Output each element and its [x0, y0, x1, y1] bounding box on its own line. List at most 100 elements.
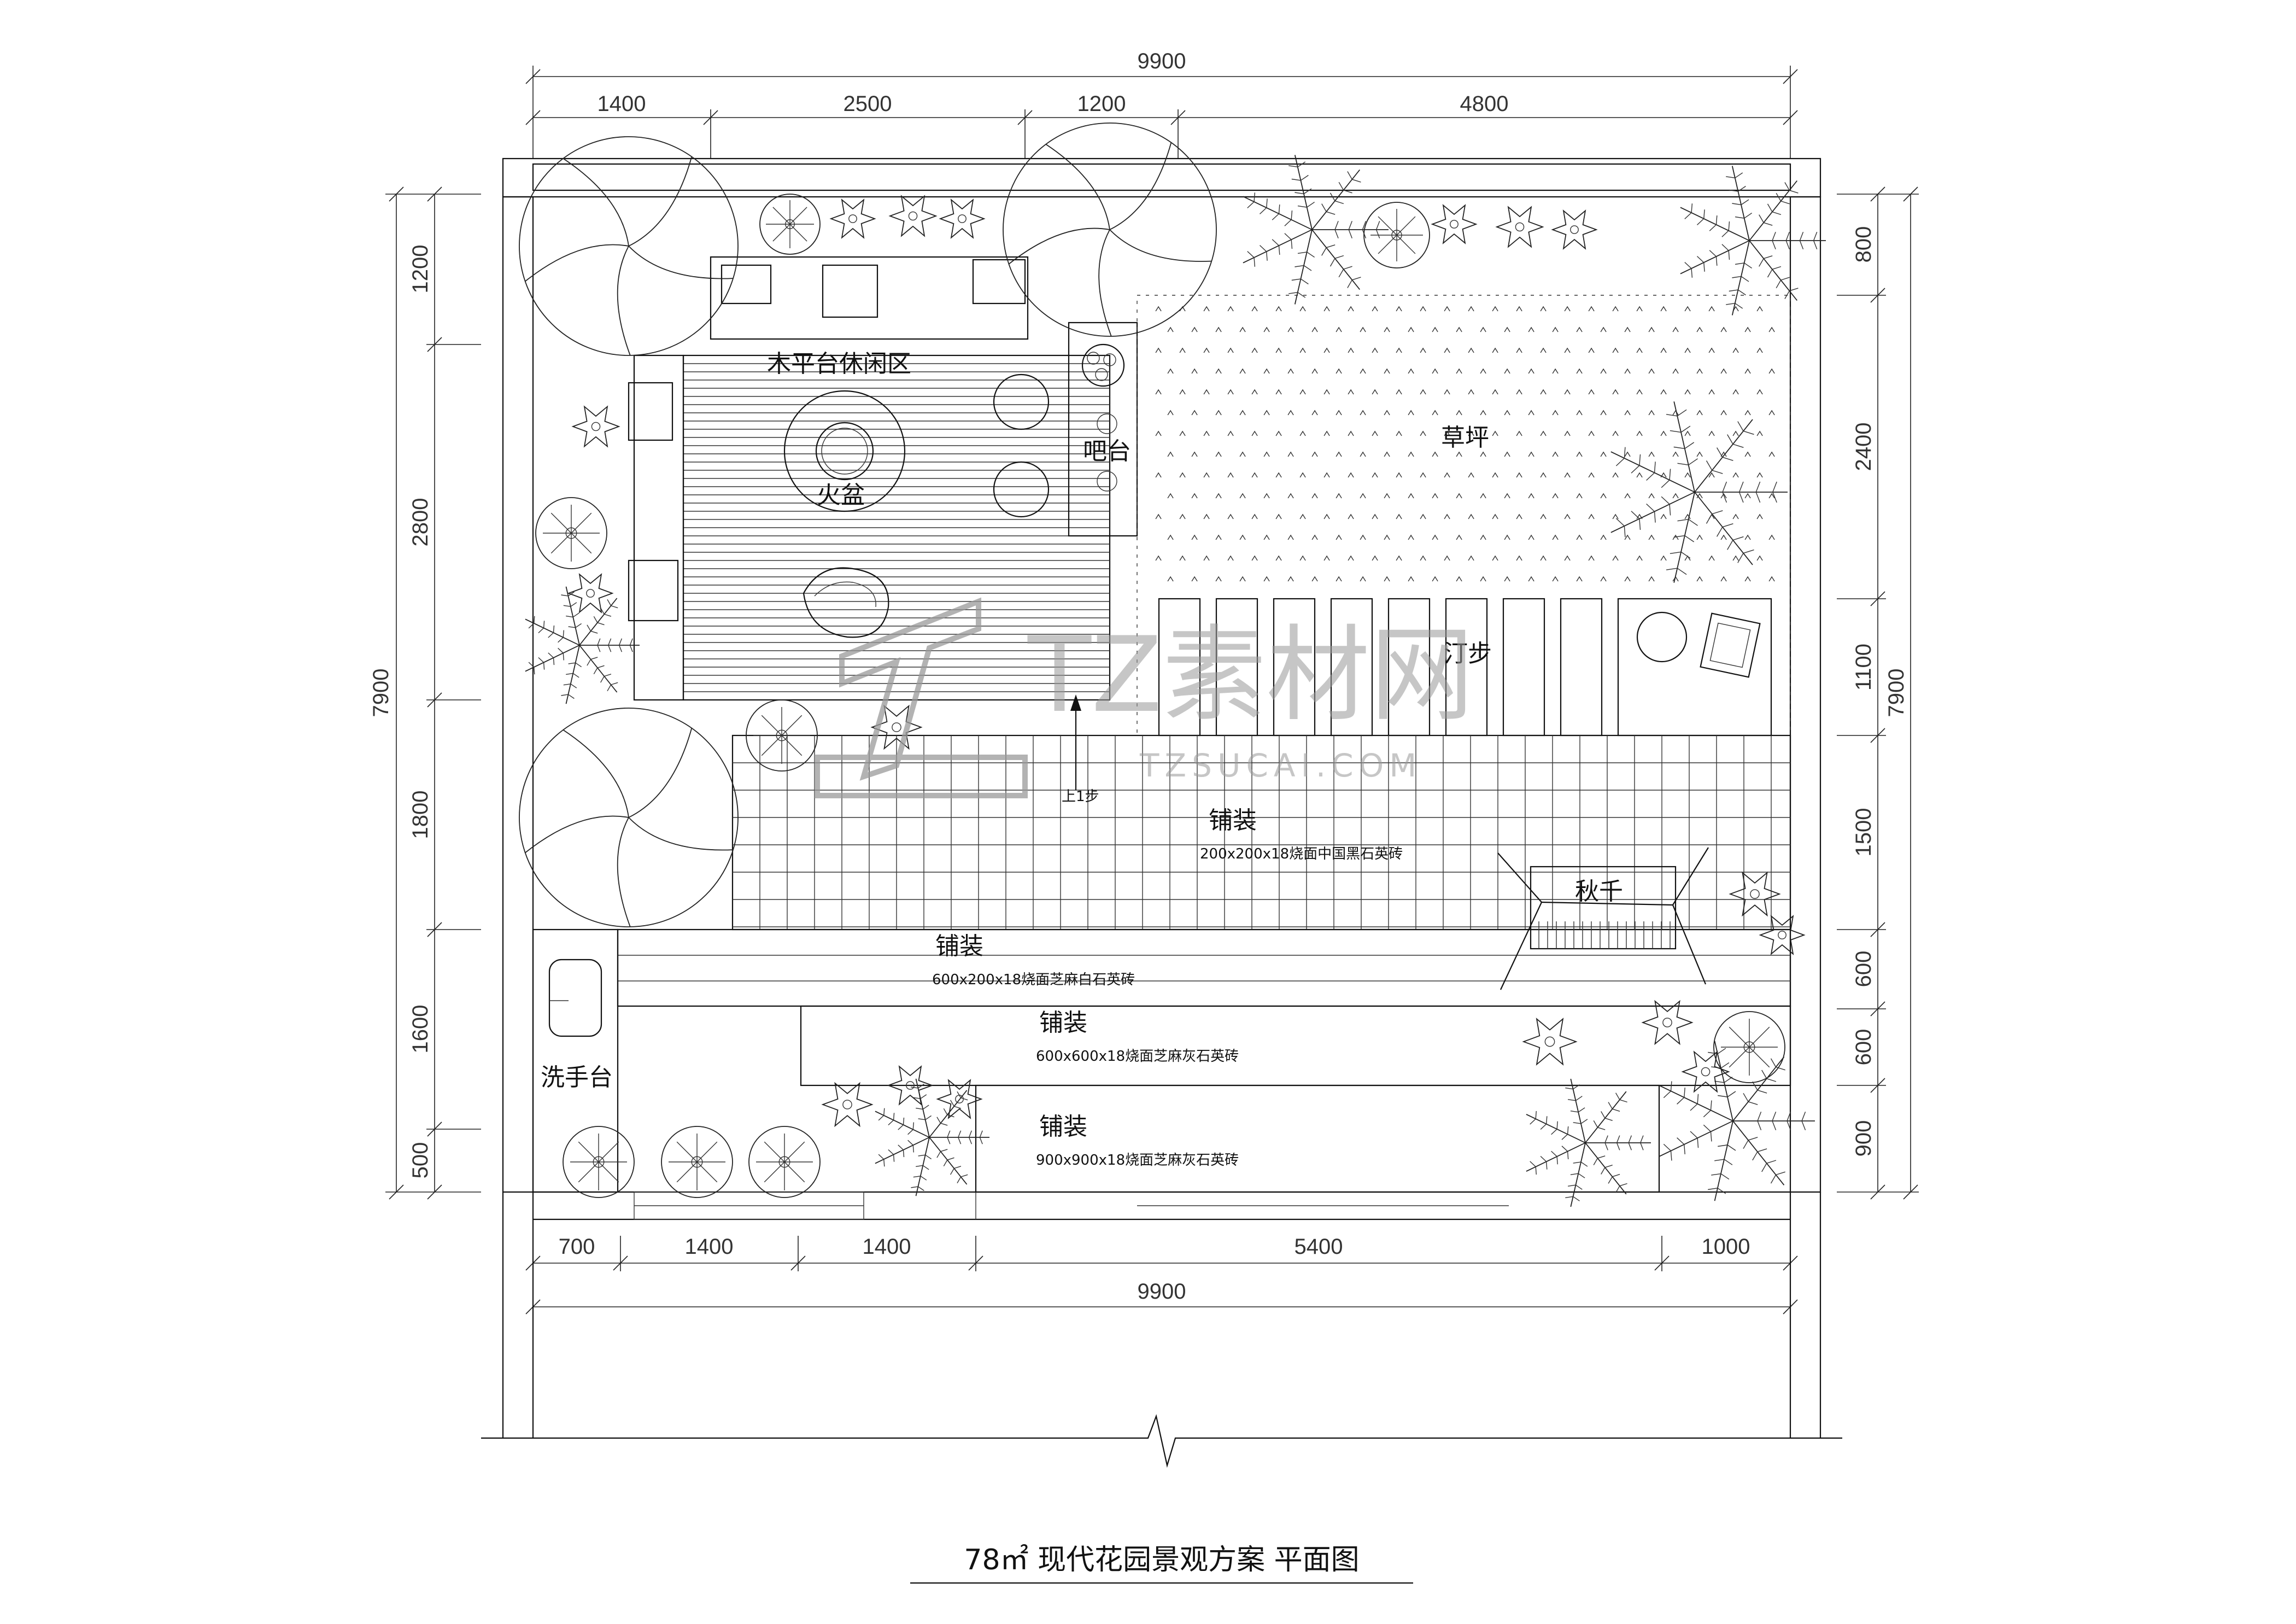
shrub-icon: [1363, 202, 1430, 268]
right-dim-2: 2400: [1852, 423, 1876, 471]
palm-plant-icon: [1243, 155, 1389, 305]
page-title: 78㎡ 现代花园景观方案 平面图: [964, 1544, 1359, 1576]
right-dim-4: 1500: [1852, 808, 1876, 857]
top-dim-3: 1200: [1077, 92, 1126, 116]
shrub-icon: [563, 1126, 635, 1198]
palm-plant-icon: [875, 1078, 989, 1196]
shrub-icon: [746, 699, 818, 772]
right-dim-3: 1100: [1852, 644, 1876, 691]
shrub-icon: [1713, 1011, 1785, 1083]
paving-label-3: 铺装: [1039, 1009, 1087, 1037]
lounge-chair: [803, 567, 889, 638]
palm-plant-icon: [525, 586, 640, 704]
bottom-dim-3: 1400: [863, 1235, 911, 1259]
lawn-label: 草坪: [1441, 424, 1489, 452]
built-in-bench-top: [710, 256, 1029, 340]
watermark-url: TZSUCAI.COM: [1139, 747, 1422, 784]
bar-stool: [993, 461, 1050, 518]
flower-plant-icon: [1759, 915, 1806, 955]
flower-plant-icon: [821, 1082, 874, 1128]
palm-plant-icon: [1610, 401, 1788, 583]
bar-label: 吧台: [1083, 437, 1131, 465]
paving-label-1: 铺装: [1209, 807, 1257, 834]
paving-label-2: 铺装: [935, 932, 983, 960]
watermark-brand: TZ素材网: [1027, 615, 1474, 735]
bottom-dim-1: 700: [559, 1235, 595, 1259]
left-dim-4: 1600: [408, 1005, 432, 1054]
paving-spec-1: 200x200x18烧面中国黑石英砖: [1200, 846, 1403, 862]
bottom-dimensions: 700 1400 1400 5400 1000 9900: [525, 1235, 1798, 1315]
flower-plant-icon: [887, 1065, 934, 1106]
top-total-dim: 9900: [1138, 49, 1186, 73]
flower-plant-icon: [829, 198, 876, 239]
tree-canopy-icon: [519, 136, 739, 356]
drawing-title: 78㎡ 现代花园景观方案 平面图: [910, 1544, 1413, 1584]
plantings: [519, 122, 1826, 1207]
paving-areas: 铺装 200x200x18烧面中国黑石英砖 铺装 600x200x18烧面芝麻白…: [617, 694, 1791, 1193]
flower-plant-icon: [939, 198, 986, 239]
flower-plant-icon: [888, 195, 938, 237]
right-total-dim: 7900: [1884, 669, 1908, 717]
cushion: [721, 264, 772, 305]
flower-plant-icon: [1681, 1050, 1730, 1093]
site-outline: [481, 157, 1842, 1468]
flower-plant-icon: [1495, 206, 1544, 248]
swing: 秋千: [1497, 847, 1709, 990]
shrub-icon: [535, 497, 607, 569]
shrub-icon: [748, 1126, 821, 1198]
right-dim-1: 800: [1852, 226, 1876, 263]
wood-deck: 木平台休闲区 火盆: [628, 256, 1111, 701]
palm-plant-icon: [1680, 166, 1826, 316]
flower-plant-icon: [1551, 209, 1598, 250]
lawn: 草坪: [1137, 295, 1791, 736]
left-dimensions: 7900 1200 2800 1800 1600 500: [369, 186, 481, 1200]
flower-plant-icon: [1729, 871, 1781, 917]
right-dimensions: 800 2400 1100 1500 600 600 900 7900: [1837, 186, 1919, 1200]
side-table: [1636, 611, 1688, 663]
flower-plant-icon: [567, 573, 614, 614]
top-dim-2: 2500: [844, 92, 892, 116]
left-total-dim: 7900: [369, 669, 393, 717]
flower-plant-icon: [1431, 204, 1478, 244]
bottom-dim-2: 1400: [685, 1235, 734, 1259]
left-dim-5: 500: [408, 1142, 432, 1179]
right-dim-7: 900: [1852, 1120, 1876, 1157]
bottom-dim-4: 5400: [1295, 1235, 1343, 1259]
cushion: [972, 259, 1026, 305]
top-dim-4: 4800: [1460, 92, 1509, 116]
left-dim-1: 1200: [408, 245, 432, 294]
bar-counter: 吧台: [993, 322, 1138, 537]
right-dim-5: 600: [1852, 951, 1876, 988]
flower-plant-icon: [936, 1079, 983, 1119]
watermark: TZ素材网 TZSUCAI.COM: [815, 597, 1474, 798]
deck-label: 木平台休闲区: [767, 350, 911, 378]
fire-pit: [783, 390, 906, 512]
top-dimensions: 9900 1400 2500 1200 4800: [525, 49, 1798, 159]
flower-plant-icon: [1641, 1000, 1694, 1045]
paving-spec-3: 600x600x18烧面芝麻灰石英砖: [1036, 1048, 1239, 1065]
paving-spec-2: 600x200x18烧面芝麻白石英砖: [932, 972, 1135, 988]
built-in-bench-left: [633, 354, 684, 701]
paving-spec-4: 900x900x18烧面芝麻灰石英砖: [1036, 1152, 1239, 1169]
armchair: [1700, 612, 1761, 678]
tree-canopy-icon: [519, 708, 739, 927]
flower-plant-icon: [1522, 1018, 1578, 1066]
swing-label: 秋千: [1575, 878, 1623, 906]
watermark-logo-icon: [839, 597, 981, 781]
stepping-stones-label: 汀步: [1444, 640, 1492, 668]
top-dim-1: 1400: [598, 92, 646, 116]
wash-basin: 洗手台: [532, 928, 619, 1193]
fire-pit-label: 火盆: [817, 481, 865, 509]
sink-label: 洗手台: [541, 1064, 613, 1091]
cushion: [822, 264, 878, 318]
right-dim-6: 600: [1852, 1029, 1876, 1066]
palm-plant-icon: [1526, 1078, 1651, 1207]
shrub-icon: [661, 1126, 733, 1198]
paving-label-4: 铺装: [1039, 1113, 1087, 1141]
left-dim-2: 2800: [408, 498, 432, 547]
shrub-icon: [759, 194, 821, 255]
flower-plant-icon: [870, 704, 923, 750]
bottom-total-dim: 9900: [1138, 1280, 1186, 1304]
bar-stool: [993, 373, 1050, 430]
